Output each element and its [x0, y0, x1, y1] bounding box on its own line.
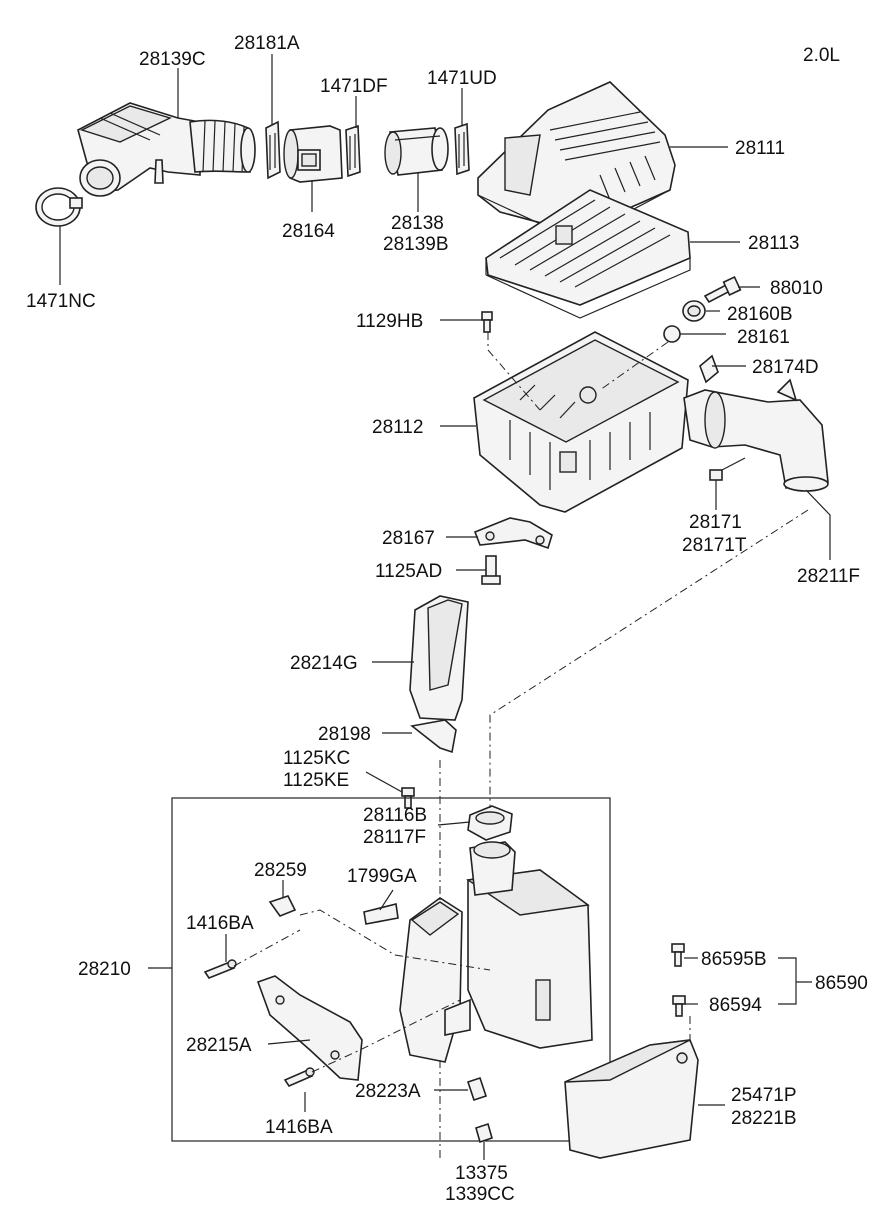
- bolt-28171[interactable]: [709, 457, 746, 481]
- bolt-1129HB[interactable]: [481, 311, 493, 333]
- clip-28223A[interactable]: [466, 1076, 488, 1102]
- label-28167: 28167: [382, 528, 435, 549]
- label-1125AD: 1125AD: [375, 561, 442, 582]
- label-28161: 28161: [737, 327, 790, 348]
- label-28181A: 28181A: [234, 33, 300, 54]
- label-28160B: 28160B: [727, 304, 793, 325]
- bracket-28215A[interactable]: [256, 975, 363, 1081]
- bolt-88010[interactable]: [703, 276, 742, 304]
- plug-28161[interactable]: [663, 325, 681, 343]
- leader-lines: [59, 54, 831, 1160]
- label-28174D: 28174D: [752, 357, 819, 378]
- label-28198: 28198: [318, 724, 371, 745]
- label-28210: 28210: [78, 959, 131, 980]
- label-28171: 28171: [689, 512, 742, 533]
- label-28113: 28113: [748, 233, 799, 254]
- variant-label: 2.0L: [803, 45, 840, 66]
- label-1129HB: 1129HB: [356, 311, 423, 332]
- clamp-1471UD[interactable]: [454, 122, 470, 176]
- label-28214G: 28214G: [290, 653, 358, 674]
- bolt-86595B[interactable]: [671, 943, 685, 967]
- assembly-frame: [171, 797, 611, 1142]
- hose-28138[interactable]: [384, 127, 449, 176]
- label-28221B: 28221B: [731, 1108, 797, 1129]
- alignment-lines: [233, 332, 809, 1160]
- air-cleaner-body-28112[interactable]: [473, 331, 689, 513]
- label-88010: 88010: [770, 278, 823, 299]
- label-86595B: 86595B: [701, 949, 767, 970]
- bolt-1125AD[interactable]: [481, 555, 501, 585]
- intake-hose-28139C[interactable]: [77, 102, 256, 197]
- label-28117F: 28117F: [363, 827, 426, 848]
- label-28259: 28259: [254, 860, 307, 881]
- label-1339CC: 1339CC: [445, 1184, 515, 1205]
- label-86590: 86590: [815, 973, 868, 994]
- clamp-1471NC[interactable]: [35, 187, 83, 227]
- clip-28259[interactable]: [268, 895, 297, 917]
- clip-1799GA[interactable]: [363, 903, 399, 925]
- label-28111: 28111: [735, 138, 785, 159]
- label-1125KC: 1125KC: [283, 748, 350, 769]
- nut-13375[interactable]: [475, 1122, 493, 1144]
- bolt-86594[interactable]: [672, 995, 686, 1017]
- intake-snorkel-28214G[interactable]: [409, 595, 469, 721]
- grommet-28160B[interactable]: [682, 300, 706, 322]
- label-28139B: 28139B: [383, 234, 449, 255]
- label-1471NC: 1471NC: [26, 291, 96, 312]
- pin-1416BA-bottom[interactable]: [283, 1067, 315, 1088]
- bracket-28167[interactable]: [473, 517, 553, 550]
- label-86594: 86594: [709, 995, 762, 1016]
- label-28215A: 28215A: [186, 1035, 252, 1056]
- labels: 2.0L 28139C 28181A 1471DF 1471UD 28111 2…: [26, 33, 868, 1205]
- cover-25471P[interactable]: [564, 1039, 699, 1159]
- clamp-28181A[interactable]: [265, 120, 281, 180]
- label-28112: 28112: [372, 417, 423, 438]
- air-duct-28211F[interactable]: [683, 378, 829, 492]
- cap-28116B[interactable]: [467, 805, 513, 841]
- label-28223A: 28223A: [355, 1081, 421, 1102]
- label-28139C: 28139C: [139, 49, 206, 70]
- filter-element-28113[interactable]: [485, 189, 691, 319]
- label-28116B: 28116B: [363, 805, 427, 826]
- pin-1416BA-top[interactable]: [203, 959, 237, 979]
- clip-28174D[interactable]: [699, 354, 719, 384]
- seal-28198[interactable]: [410, 719, 457, 754]
- label-1416BA-bottom: 1416BA: [265, 1117, 333, 1138]
- resonator-28210[interactable]: [399, 841, 593, 1063]
- label-28164: 28164: [282, 221, 335, 242]
- label-1799GA: 1799GA: [347, 866, 417, 887]
- air-flow-sensor-28164[interactable]: [283, 125, 343, 183]
- clamp-1471DF[interactable]: [345, 124, 361, 178]
- label-28211F: 28211F: [797, 566, 860, 587]
- label-25471P: 25471P: [731, 1085, 797, 1106]
- label-28138: 28138: [391, 213, 444, 234]
- label-1471UD: 1471UD: [427, 68, 497, 89]
- label-1416BA-top: 1416BA: [186, 913, 254, 934]
- label-28171T: 28171T: [682, 535, 747, 556]
- label-1471DF: 1471DF: [320, 76, 388, 97]
- label-13375: 13375: [455, 1163, 508, 1184]
- label-1125KE: 1125KE: [283, 770, 349, 791]
- air-cleaner-cover-28111[interactable]: [477, 81, 676, 241]
